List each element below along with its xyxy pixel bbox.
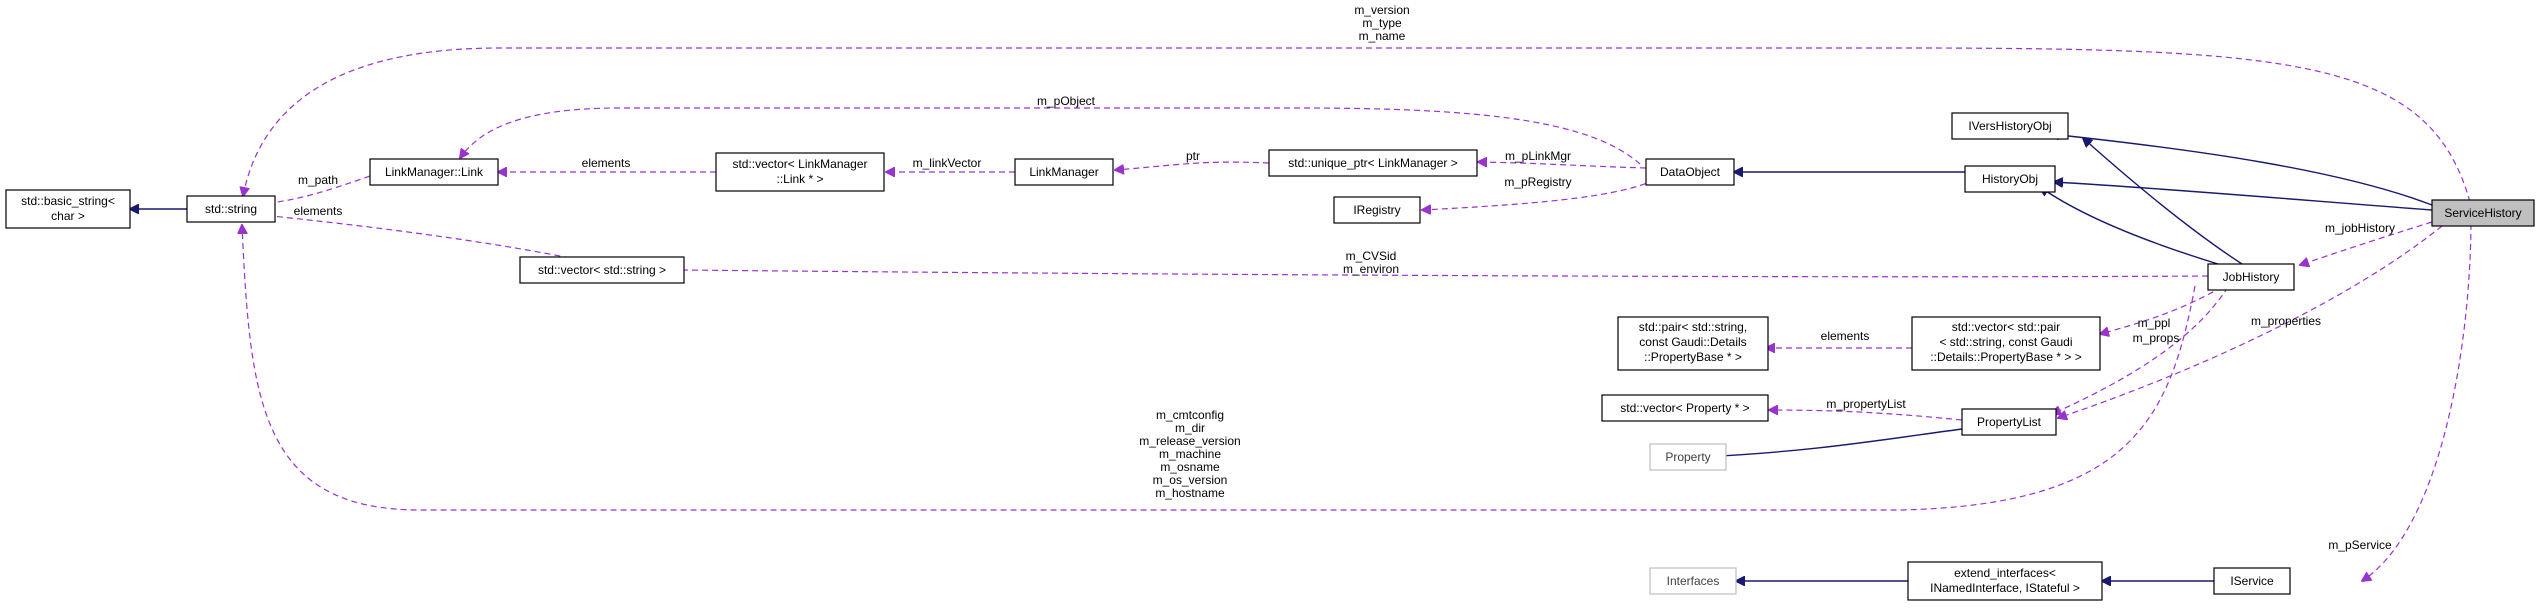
node-pair[interactable]: std::pair< std::string, const Gaudi::Det…: [1617, 316, 1769, 371]
node-unique-ptr[interactable]: std::unique_ptr< LinkManager >: [1268, 149, 1478, 177]
node-dataobject-label: DataObject: [1660, 165, 1721, 179]
node-vector-link-label-2: ::Link * >: [776, 172, 823, 186]
edge-label-version: m_version: [1354, 3, 1409, 17]
edge-dataobject-pobject-to-linkmanagerlink: [460, 107, 1641, 165]
node-linkmanager-link-label: LinkManager::Link: [385, 165, 484, 179]
node-vector-pair-label-3: ::Details::PropertyBase * > >: [1930, 350, 2081, 364]
node-iregistry[interactable]: IRegistry: [1333, 196, 1421, 224]
edge-label-props: m_props: [2133, 331, 2180, 345]
edge-label-elements-string: elements: [294, 204, 343, 218]
edge-servicehistory-version-to-stdstring: [243, 47, 2471, 203]
edge-label-plinkmgr: m_pLinkMgr: [1505, 149, 1571, 163]
edge-labels: m_version m_type m_name m_pObject m_path…: [294, 3, 2395, 552]
node-jobhistory-label: JobHistory: [2223, 270, 2280, 284]
edges: [130, 47, 2472, 581]
edge-servicehistory-to-iversshistoryobj: [2050, 134, 2433, 206]
edge-servicehistory-jobhistory-to-jobhistory: [2300, 221, 2433, 265]
node-servicehistory-label: ServiceHistory: [2444, 206, 2521, 220]
node-vector-property-label: std::vector< Property * >: [1620, 401, 1749, 415]
node-iverstoryobj-label: IVersHistoryObj: [1968, 119, 2051, 133]
node-dataobject[interactable]: DataObject: [1645, 158, 1735, 186]
edge-jobhistory-to-iversshistoryobj: [2083, 138, 2243, 265]
edge-label-machine: m_machine: [1159, 447, 1221, 461]
node-extend-interfaces-label-2: INamedInterface, IStateful >: [1930, 581, 2080, 595]
edge-jobhistory-props-to-propertylist: [2052, 286, 2229, 414]
node-historyobj[interactable]: HistoryObj: [1964, 165, 2056, 193]
node-property-label: Property: [1665, 450, 1710, 464]
nodes: ServiceHistory IVersHistoryObj HistoryOb…: [5, 112, 2535, 601]
node-propertylist-label: PropertyList: [1977, 415, 2042, 429]
edge-label-environ: m_environ: [1343, 262, 1399, 276]
node-unique-ptr-label: std::unique_ptr< LinkManager >: [1288, 156, 1457, 170]
edge-label-hostname: m_hostname: [1155, 486, 1225, 500]
node-vector-link[interactable]: std::vector< LinkManager ::Link * >: [715, 152, 885, 192]
edge-jobhistory-to-historyobj: [2040, 187, 2219, 265]
node-jobhistory[interactable]: JobHistory: [2207, 263, 2295, 291]
node-extend-interfaces[interactable]: extend_interfaces< INamedInterface, ISta…: [1907, 561, 2103, 601]
edge-label-cmtconfig: m_cmtconfig: [1156, 408, 1224, 422]
edge-label-ptr: ptr: [1186, 149, 1200, 163]
edge-dataobject-pregistry-to-iregistry: [1422, 179, 1656, 210]
edge-label-osname: m_osname: [1160, 460, 1220, 474]
edge-servicehistory-properties-to-propertylist: [2058, 225, 2443, 418]
node-vector-string-label: std::vector< std::string >: [538, 263, 666, 277]
node-iservice-label: IService: [2230, 574, 2274, 588]
edge-uniqueptr-ptr-to-linkmanager: [1115, 161, 1270, 170]
edge-label-elements-pair: elements: [1821, 329, 1870, 343]
edge-jobhistory-cmtconfig-to-stdstring: [242, 225, 2196, 511]
node-basicstring-label-1: std::basic_string<: [21, 194, 115, 208]
node-interfaces[interactable]: Interfaces: [1649, 567, 1737, 595]
edge-label-release-version: m_release_version: [1139, 434, 1240, 448]
edge-label-propertylist: m_propertyList: [1826, 397, 1906, 411]
edge-jobhistory-ppl-to-vectorpair: [2100, 286, 2223, 334]
edge-label-ppl: m_ppl: [2138, 316, 2171, 330]
node-vector-pair-label-1: std::vector< std::pair: [1952, 320, 2060, 334]
node-vector-link-label-1: std::vector< LinkManager: [732, 157, 867, 171]
node-extend-interfaces-label-1: extend_interfaces<: [1954, 566, 2056, 580]
edge-label-dir: m_dir: [1175, 421, 1205, 435]
node-stdstring-label: std::string: [205, 202, 257, 216]
node-basicstring-label-2: char >: [51, 209, 85, 223]
edge-servicehistory-pservice-to-iservice: [2362, 223, 2472, 581]
node-historyobj-label: HistoryObj: [1982, 172, 2038, 186]
edge-label-properties: m_properties: [2251, 314, 2321, 328]
node-linkmanager-label: LinkManager: [1029, 165, 1098, 179]
edge-jobhistory-cvsid-to-vectorstring: [646, 270, 2209, 278]
node-linkmanager[interactable]: LinkManager: [1014, 158, 1114, 186]
edge-propertylist-propertylist-to-vectorproperty: [1769, 410, 1963, 421]
edge-label-jobhistory: m_jobHistory: [2325, 221, 2395, 235]
edge-propertylist-to-property: [1700, 428, 1963, 457]
node-servicehistory[interactable]: ServiceHistory: [2431, 199, 2535, 227]
node-pair-label-1: std::pair< std::string,: [1639, 320, 1747, 334]
node-propertylist[interactable]: PropertyList: [1961, 408, 2057, 436]
edge-label-name: m_name: [1359, 29, 1406, 43]
node-iservice[interactable]: IService: [2213, 567, 2291, 595]
node-vector-pair[interactable]: std::vector< std::pair < std::string, co…: [1911, 316, 2101, 371]
node-vector-property[interactable]: std::vector< Property * >: [1601, 394, 1769, 422]
node-basicstring[interactable]: std::basic_string< char >: [5, 189, 131, 229]
node-vector-string[interactable]: std::vector< std::string >: [519, 256, 685, 284]
edge-label-linkvector: m_linkVector: [913, 156, 982, 170]
node-interfaces-label: Interfaces: [1667, 574, 1720, 588]
node-vector-pair-label-2: < std::string, const Gaudi: [1939, 335, 2072, 349]
node-property[interactable]: Property: [1649, 443, 1727, 471]
node-linkmanager-link[interactable]: LinkManager::Link: [369, 158, 499, 186]
edge-label-pregistry: m_pRegistry: [1504, 175, 1571, 189]
edge-label-pservice: m_pService: [2328, 538, 2392, 552]
edge-label-cvsid: m_CVSid: [1346, 249, 1397, 263]
edge-label-os-version: m_os_version: [1153, 473, 1228, 487]
edge-label-pobject: m_pObject: [1037, 94, 1096, 108]
node-pair-label-3: ::PropertyBase * >: [1644, 350, 1742, 364]
edge-vectorstring-elements-to-stdstring: [262, 215, 571, 259]
edge-servicehistory-to-historyobj: [2054, 182, 2433, 211]
node-stdstring[interactable]: std::string: [186, 195, 276, 223]
edge-dataobject-plinkmgr-to-uniqueptr: [1478, 162, 1647, 169]
node-iregistry-label: IRegistry: [1353, 203, 1400, 217]
node-pair-label-2: const Gaudi::Details: [1639, 335, 1746, 349]
edge-label-elements-link: elements: [582, 156, 631, 170]
node-iverstoryobj[interactable]: IVersHistoryObj: [1951, 112, 2069, 140]
edge-label-type: m_type: [1362, 16, 1402, 30]
edge-label-path: m_path: [298, 173, 338, 187]
